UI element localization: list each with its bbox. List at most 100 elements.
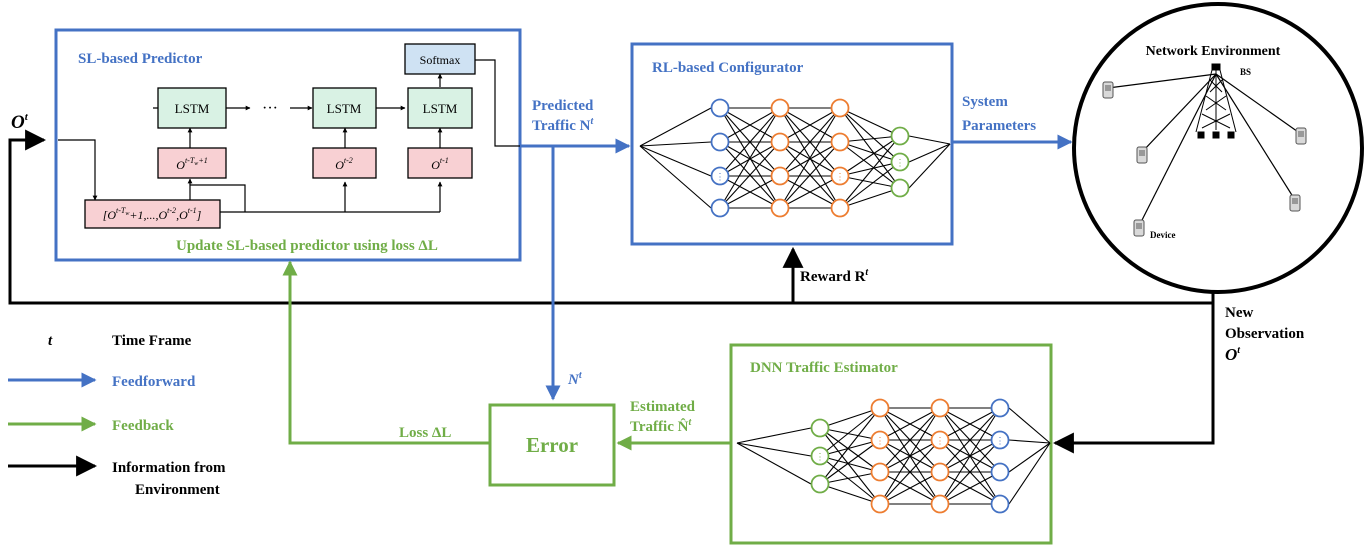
nn-node [930, 398, 950, 418]
nn-node [870, 462, 890, 482]
network-environment-title: Network Environment [1146, 44, 1281, 59]
nn-io-line [908, 143, 951, 163]
nn-io-line [639, 107, 712, 147]
nn-connection [839, 107, 901, 163]
nn-node-dots: ⋮ [936, 436, 945, 446]
nn-node [710, 166, 730, 186]
nn-node [770, 198, 790, 218]
nn-node [830, 132, 850, 152]
n-label: Nt [567, 370, 583, 388]
nn-connection [839, 161, 901, 209]
nn-connection [779, 175, 841, 209]
device-screen [1139, 150, 1145, 156]
svg-text:LSTM: LSTM [175, 101, 210, 116]
nn-connection [779, 107, 841, 209]
feedforward-arrows [520, 134, 1073, 401]
nn-connection [719, 141, 781, 209]
nn-connection [719, 175, 781, 209]
nn-connection [879, 407, 941, 473]
devices [1102, 81, 1307, 237]
nn-node [710, 132, 730, 152]
nn-io-line [908, 135, 951, 145]
nn-node-dots: ⋮ [996, 436, 1005, 446]
dnn-neural-network: ⋮⋮⋮⋮ [736, 398, 1051, 514]
sl-predictor-title: SL-based Predictor [78, 51, 203, 67]
nn-io-line [1008, 442, 1051, 473]
nn-connection [839, 175, 901, 189]
nn-node [810, 418, 830, 438]
nn-connection [839, 135, 901, 143]
nn-connection [819, 439, 881, 457]
nn-connection [719, 107, 781, 177]
feedback-arrows [282, 260, 732, 451]
nn-node [770, 98, 790, 118]
nn-connection [839, 141, 901, 163]
legend: t Time Frame Feedforward Feedback Inform… [8, 333, 226, 498]
network-environment-circle [1072, 2, 1364, 294]
update-predictor-label: Update SL-based predictor using loss ΔL [176, 238, 438, 254]
nn-node [870, 494, 890, 514]
nn-connection [879, 407, 941, 505]
nn-connection [719, 107, 781, 209]
nn-connection [879, 471, 941, 505]
nn-node [990, 430, 1010, 450]
nn-node [810, 474, 830, 494]
nn-node [930, 494, 950, 514]
nn-connection [819, 427, 881, 473]
nn-node [810, 446, 830, 466]
legend-feedback-label: Feedback [112, 418, 174, 434]
nn-connection [819, 427, 881, 441]
nn-connection [839, 107, 901, 137]
nn-node [870, 398, 890, 418]
svg-text:[Ot-Tw+1,...,Ot-2,Ot-1]: [Ot-Tw+1,...,Ot-2,Ot-1] [103, 206, 202, 222]
nn-node [870, 430, 890, 450]
nn-connection [719, 107, 781, 143]
reward-label: Reward Rt [800, 267, 869, 285]
nn-node-dots: ⋮ [836, 172, 845, 182]
nn-node-dots: ⋮ [896, 158, 905, 168]
error-box [488, 403, 616, 487]
nn-connection [779, 141, 841, 209]
lstm-cell-2: LSTM [312, 87, 377, 129]
legend-time-label: Time Frame [112, 333, 192, 349]
device-screen [1136, 223, 1142, 229]
nn-io-line [736, 442, 812, 457]
nn-node [930, 462, 950, 482]
nn-node [930, 430, 950, 450]
nn-connection [939, 439, 1001, 505]
nn-io-line [639, 145, 712, 209]
nn-io-line [908, 143, 951, 189]
lstm-cell-1: LSTM [157, 87, 227, 129]
nn-connection [879, 407, 941, 441]
nn-node [830, 198, 850, 218]
obs-sequence-box: [Ot-Tw+1,...,Ot-2,Ot-1] [84, 199, 221, 229]
nn-node-dots: ⋮ [816, 452, 825, 462]
nn-node [990, 398, 1010, 418]
nn-io-line [1008, 439, 1051, 444]
lstm-ellipsis: ··· [262, 100, 278, 117]
obs-box-mid: Ot-2 [312, 147, 377, 179]
dnn-estimator-title: DNN Traffic Estimator [750, 360, 898, 376]
nn-connection [819, 407, 881, 429]
nn-io-line [639, 141, 712, 147]
lstm-cell-3: LSTM [407, 87, 473, 129]
nn-connection [779, 107, 841, 177]
nn-node [770, 166, 790, 186]
nn-node [990, 494, 1010, 514]
nn-io-line [1008, 442, 1051, 505]
nn-io-line [736, 442, 812, 485]
softmax-box: Softmax [404, 43, 476, 75]
nn-connection [839, 187, 901, 209]
nn-node [830, 98, 850, 118]
rl-neural-network: ⋮⋮⋮ [639, 98, 951, 218]
nn-node [890, 152, 910, 172]
nn-connection [839, 161, 901, 177]
input-observation-label: Ot [11, 111, 29, 133]
base-station-icon [1195, 63, 1237, 139]
